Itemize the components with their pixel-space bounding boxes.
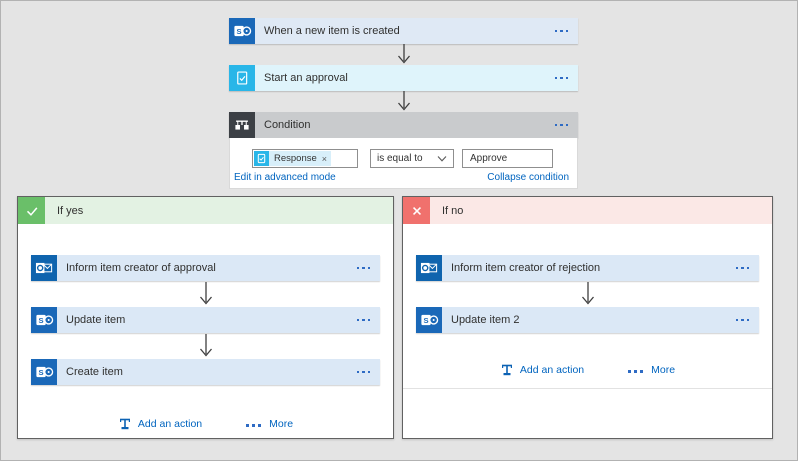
outlook-icon — [31, 255, 57, 281]
connector-arrow — [229, 91, 578, 112]
add-action-button[interactable]: Add an action — [500, 363, 584, 376]
svg-text:S: S — [423, 316, 428, 325]
add-action-button[interactable]: Add an action — [118, 417, 202, 430]
connector-arrow — [31, 281, 380, 307]
approval-title: Start an approval — [264, 72, 348, 84]
operator-value: is equal to — [377, 153, 423, 164]
condition-card-header[interactable]: Condition — [229, 112, 578, 138]
more-label: More — [269, 417, 294, 430]
edit-advanced-mode-link[interactable]: Edit in advanced mode — [234, 172, 336, 183]
action-card[interactable]: Inform item creator of approval — [31, 255, 380, 281]
action-more-options-icon[interactable] — [348, 370, 381, 374]
connector-arrow — [229, 44, 578, 65]
action-more-options-icon[interactable] — [727, 266, 760, 270]
svg-text:S: S — [38, 316, 43, 325]
remove-token-icon[interactable]: × — [321, 153, 328, 164]
checkmark-icon — [18, 197, 45, 224]
condition-more-options-icon[interactable] — [546, 123, 579, 127]
if-yes-label: If yes — [57, 204, 84, 217]
trigger-title: When a new item is created — [264, 25, 400, 37]
approvals-icon — [229, 65, 255, 91]
if-yes-branch: If yes Inform item creator of approval — [17, 196, 394, 439]
action-card[interactable]: S Update item — [31, 307, 380, 333]
svg-text:S: S — [236, 27, 241, 36]
if-yes-header[interactable]: If yes — [18, 197, 393, 224]
trigger-more-options-icon[interactable] — [546, 29, 579, 33]
more-options-icon — [246, 418, 264, 430]
action-title: Inform item creator of approval — [66, 262, 216, 274]
action-card[interactable]: S Update item 2 — [416, 307, 759, 333]
collapse-condition-link[interactable]: Collapse condition — [487, 172, 569, 183]
condition-fields-row: Response × is equal to Approve — [252, 149, 577, 168]
add-action-icon — [119, 418, 130, 430]
sharepoint-icon: S — [416, 307, 442, 333]
action-more-options-icon[interactable] — [348, 318, 381, 322]
condition-value-field[interactable]: Approve — [462, 149, 553, 168]
if-no-body: Inform item creator of rejection S Updat… — [403, 224, 772, 389]
add-action-label: Add an action — [137, 417, 203, 430]
condition-value: Approve — [470, 153, 508, 164]
if-no-divider — [403, 388, 772, 389]
sharepoint-icon: S — [31, 307, 57, 333]
more-button[interactable]: More — [246, 418, 293, 430]
action-title: Create item — [66, 366, 123, 378]
token-label: Response — [274, 153, 317, 164]
add-action-label: Add an action — [519, 363, 585, 376]
if-no-branch: If no Inform item creator of rejection — [402, 196, 773, 439]
action-more-options-icon[interactable] — [727, 318, 760, 322]
action-title: Inform item creator of rejection — [451, 262, 601, 274]
sharepoint-icon: S — [229, 18, 255, 44]
more-options-icon — [628, 364, 646, 376]
sharepoint-icon: S — [31, 359, 57, 385]
flow-top-chain: S When a new item is created Start an ap… — [229, 18, 578, 189]
condition-links-row: Edit in advanced mode Collapse condition — [234, 172, 569, 183]
condition-icon — [229, 112, 255, 138]
if-no-header[interactable]: If no — [403, 197, 772, 224]
connector-arrow — [31, 333, 380, 359]
action-card[interactable]: Inform item creator of rejection — [416, 255, 759, 281]
more-label: More — [651, 363, 676, 376]
action-more-options-icon[interactable] — [348, 266, 381, 270]
svg-text:S: S — [38, 368, 43, 377]
if-no-label: If no — [442, 204, 464, 217]
condition-title: Condition — [264, 119, 311, 131]
add-action-icon — [501, 364, 512, 376]
response-token[interactable]: Response × — [254, 151, 332, 166]
trigger-card[interactable]: S When a new item is created — [229, 18, 578, 44]
approval-card[interactable]: Start an approval — [229, 65, 578, 91]
if-yes-footer: Add an action More — [31, 417, 380, 430]
x-icon — [403, 197, 430, 224]
connector-arrow — [416, 281, 759, 307]
approvals-token-icon — [254, 151, 269, 166]
condition-operand-field[interactable]: Response × — [252, 149, 358, 168]
chevron-down-icon — [437, 155, 447, 162]
action-card[interactable]: S Create item — [31, 359, 380, 385]
condition-body: Response × is equal to Approve Edit in a… — [229, 138, 578, 189]
condition-operator-dropdown[interactable]: is equal to — [370, 149, 454, 168]
action-title: Update item — [66, 314, 126, 326]
if-yes-body: Inform item creator of approval S Update… — [18, 224, 393, 430]
outlook-icon — [416, 255, 442, 281]
more-button[interactable]: More — [628, 364, 675, 376]
if-no-footer: Add an action More — [416, 363, 759, 376]
action-title: Update item 2 — [451, 314, 520, 326]
approval-more-options-icon[interactable] — [546, 76, 579, 80]
